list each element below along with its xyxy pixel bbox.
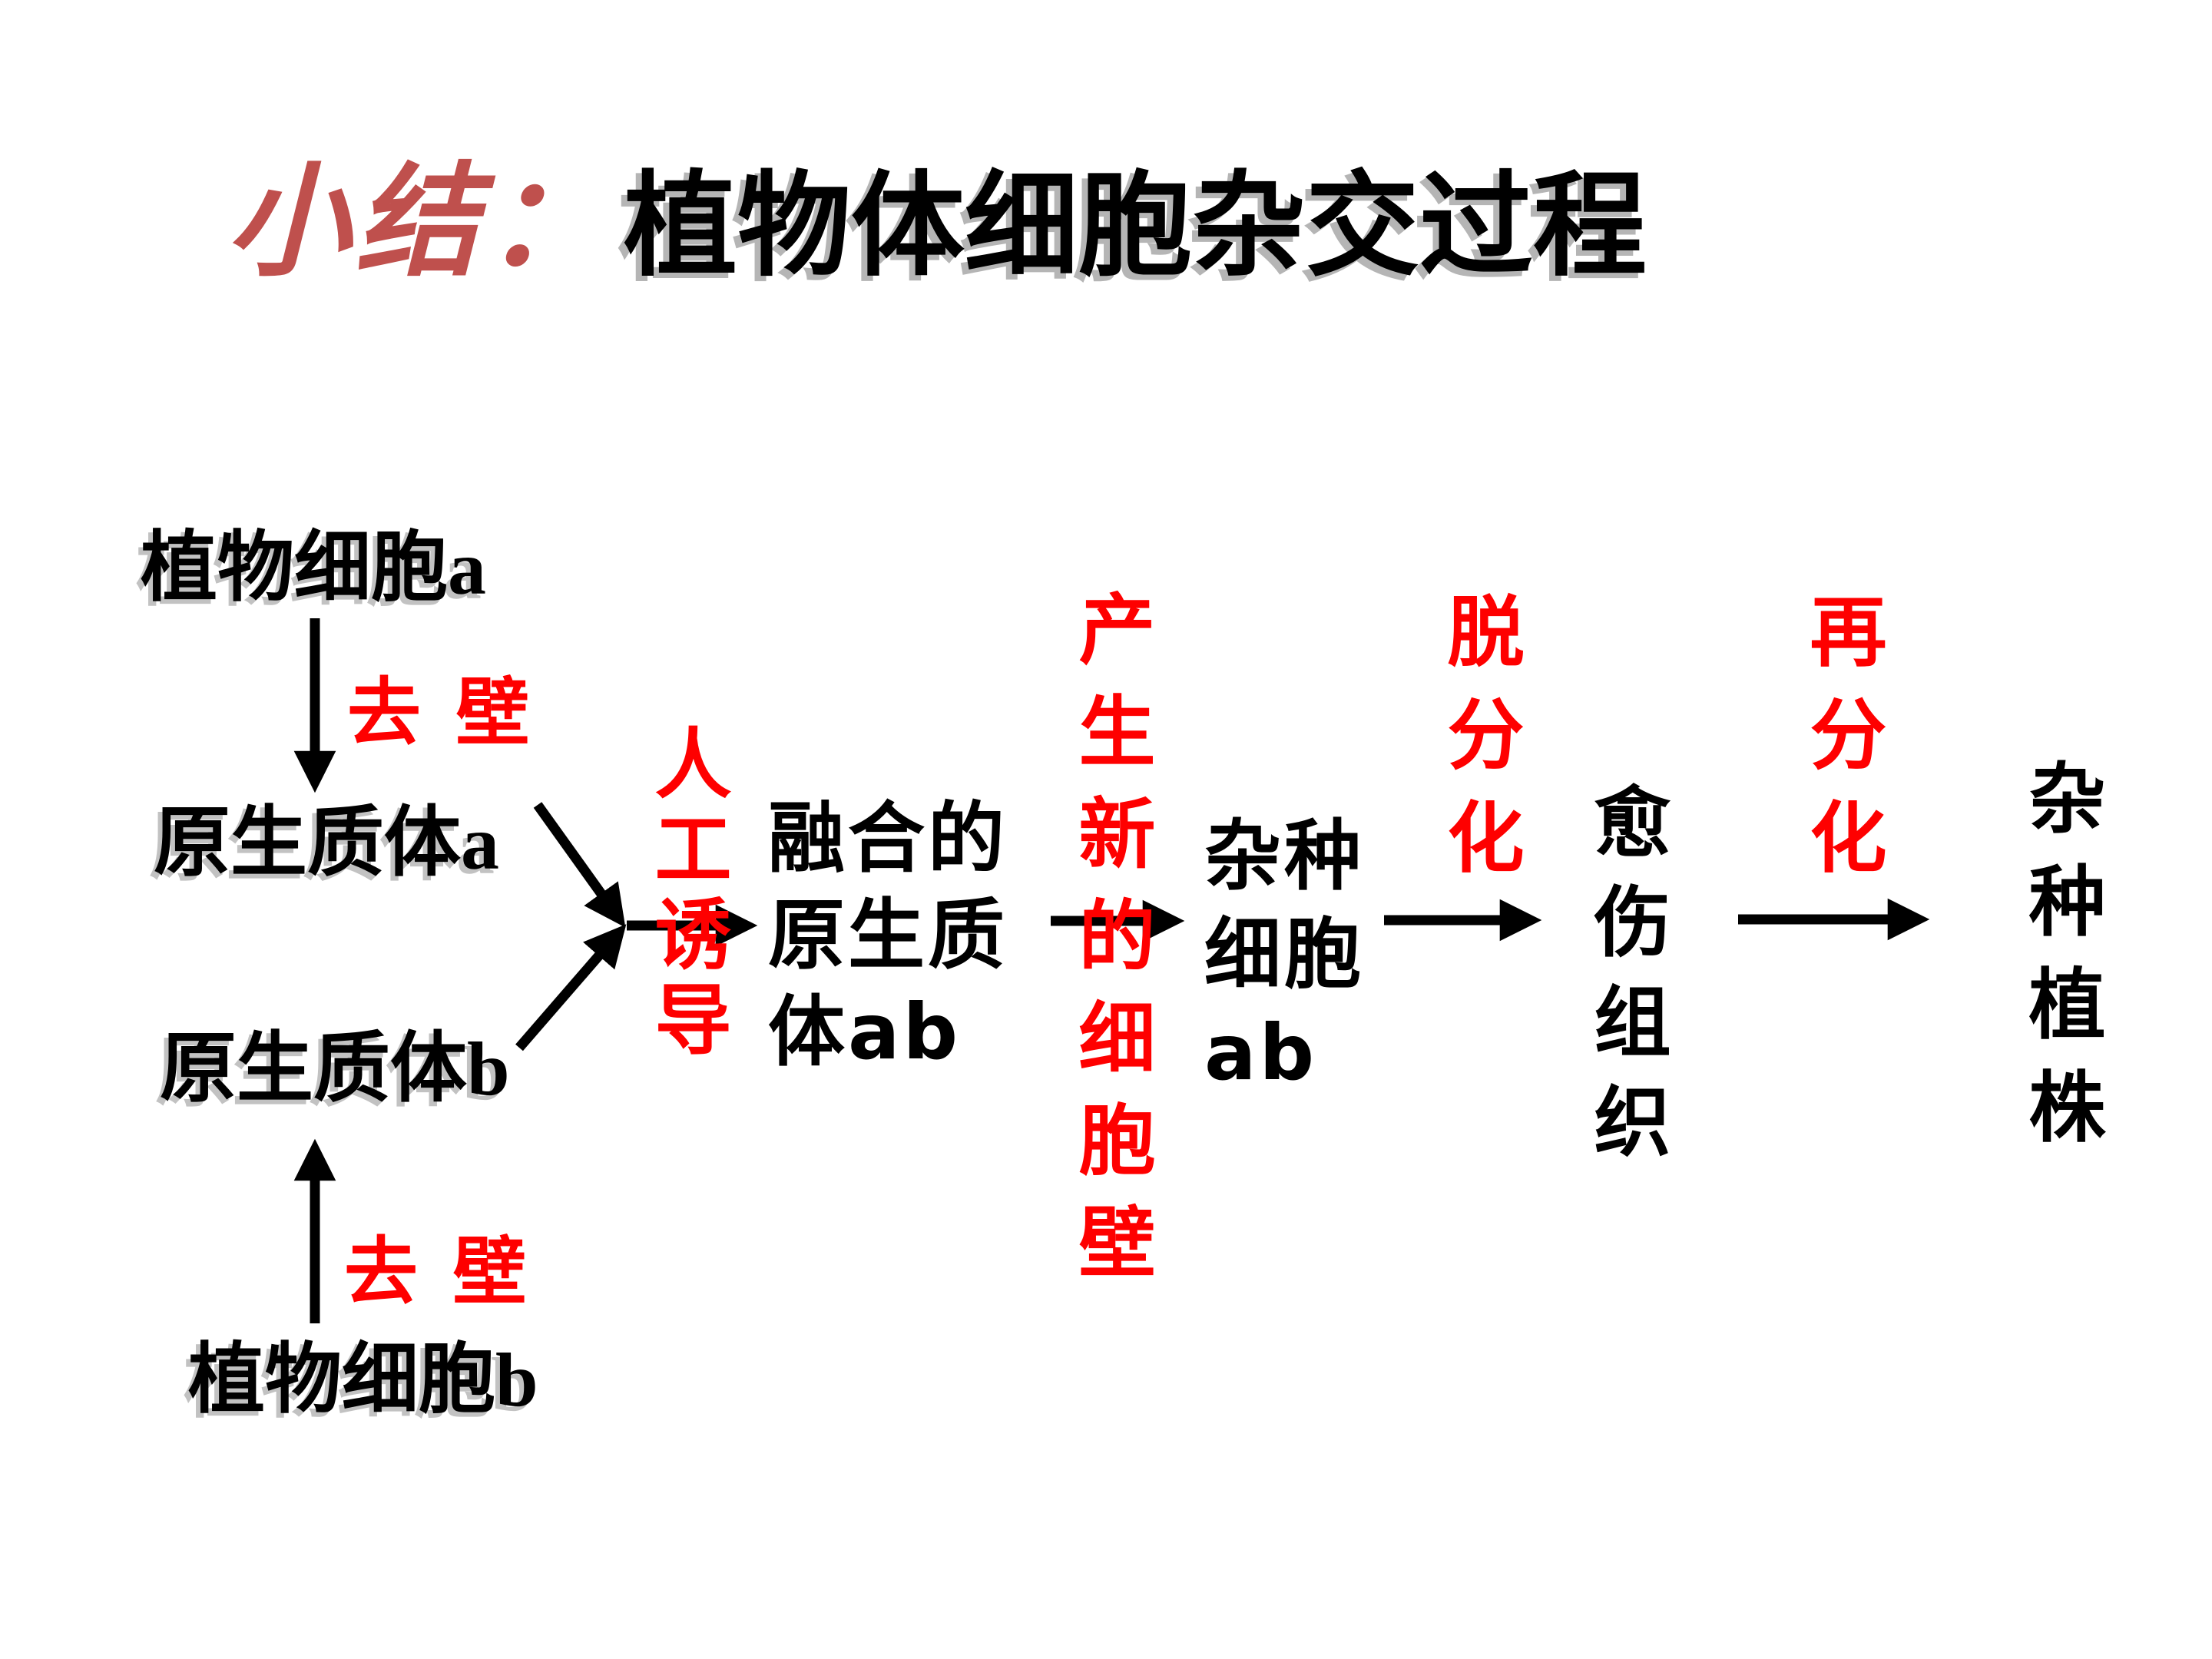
label-dedifferentiation: 脱分化 bbox=[1434, 591, 1524, 900]
node-protoplast-b: 原生质体b bbox=[160, 1026, 510, 1111]
node-callus: 愈伤组织 bbox=[1581, 782, 1671, 1181]
fused-protoplast-line1: 融合的 bbox=[768, 793, 1008, 883]
hybrid-cell-line1: 杂种 bbox=[1204, 811, 1364, 901]
node-protoplast-a: 原生质体a bbox=[154, 800, 499, 886]
hybrid-cell-line2: 细胞 bbox=[1204, 909, 1364, 999]
fused-protoplast-line2: 原生质 bbox=[768, 890, 1008, 980]
label-remove-wall-top: 去 壁 bbox=[347, 670, 535, 756]
fused-protoplast-line3: 体ab bbox=[768, 987, 962, 1077]
hybrid-cell-line3: ab bbox=[1204, 1008, 1318, 1098]
arrow-protoplast-a-to-fusion bbox=[533, 802, 626, 928]
node-hybrid-cell: 杂种 细胞 ab bbox=[1204, 807, 1364, 1102]
label-artificial-induction: 人工诱导 bbox=[641, 724, 731, 1065]
node-plant-cell-a: 植物细胞a bbox=[141, 525, 486, 611]
title-prefix: 小结： bbox=[227, 149, 614, 293]
node-fused-protoplast: 融合的 原生质 体ab bbox=[768, 790, 1008, 1081]
label-new-cell-wall: 产生新的细胞壁 bbox=[1065, 589, 1155, 1304]
node-hybrid-plant: 杂种植株 bbox=[2015, 758, 2105, 1170]
arrow-protoplast-b-to-fusion bbox=[515, 924, 627, 1051]
page-title: 植物体细胞杂交过程 bbox=[624, 164, 1647, 290]
node-plant-cell-b: 植物细胞b bbox=[188, 1337, 538, 1422]
label-remove-wall-bottom: 去 壁 bbox=[344, 1229, 531, 1315]
label-redifferentiation: 再分化 bbox=[1796, 591, 1886, 900]
